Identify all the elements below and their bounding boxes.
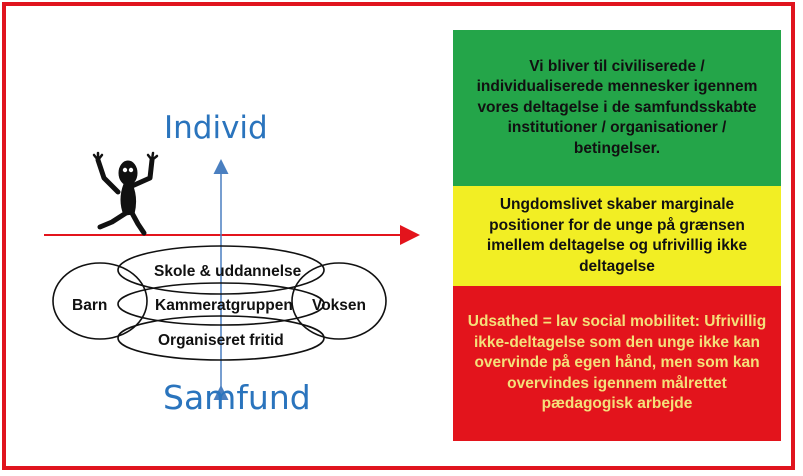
green-statement-box: Vi bliver til civiliserede / individuali… bbox=[453, 30, 781, 186]
axis-label-individ: Individ bbox=[164, 110, 268, 146]
label-leisure: Organiseret fritid bbox=[158, 332, 284, 349]
yellow-statement-box: Ungdomslivet skaber marginale positioner… bbox=[453, 186, 781, 286]
label-adult: Voksen bbox=[312, 297, 366, 314]
axis-label-samfund: Samfund bbox=[163, 378, 311, 417]
label-child: Barn bbox=[72, 297, 107, 314]
yellow-statement-text: Ungdomslivet skaber marginale positioner… bbox=[486, 196, 748, 275]
green-statement-text: Vi bliver til civiliserede / individuali… bbox=[476, 57, 758, 157]
red-statement-text: Udsathed = lav social mobilitet: Ufrivil… bbox=[467, 313, 767, 413]
ellipse-adult bbox=[291, 262, 387, 340]
ellipse-leisure bbox=[117, 315, 325, 361]
red-statement-box: Udsathed = lav social mobilitet: Ufrivil… bbox=[453, 286, 781, 441]
label-peers: Kammeratgruppen bbox=[155, 297, 293, 314]
label-school: Skole & uddannelse bbox=[154, 263, 302, 280]
ellipse-peers bbox=[117, 282, 325, 326]
ellipse-child bbox=[52, 262, 148, 340]
ellipse-school bbox=[117, 245, 325, 295]
jumping-stick-figure-icon bbox=[92, 151, 159, 236]
development-ellipses bbox=[52, 245, 387, 361]
slide-border bbox=[2, 2, 795, 470]
